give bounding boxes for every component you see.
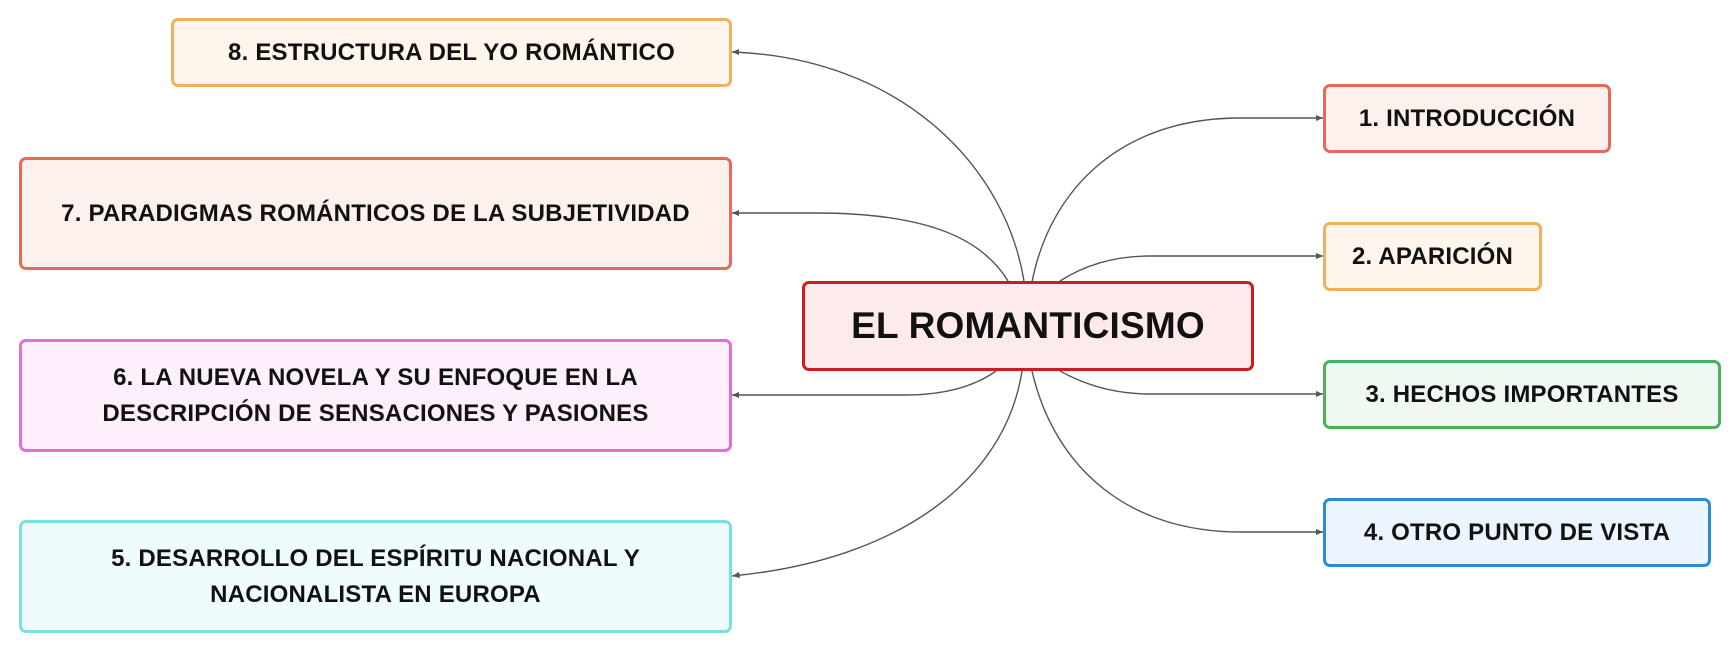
connector-4 [1031, 370, 1323, 533]
topic-node-7-paradigmas[interactable]: 7. PARADIGMAS ROMÁNTICOS DE LA SUBJETIVI… [19, 157, 732, 270]
topic-node-4-otro-punto-de-vista[interactable]: 4. OTRO PUNTO DE VISTA [1323, 498, 1711, 567]
topic-node-2-aparicion[interactable]: 2. APARICIÓN [1323, 222, 1542, 291]
arrowhead-4 [1316, 529, 1323, 535]
topic-label-8: 8. ESTRUCTURA DEL YO ROMÁNTICO [228, 38, 675, 66]
topic-node-5-espiritu-nacional[interactable]: 5. DESARROLLO DEL ESPÍRITU NACIONAL Y NA… [19, 520, 732, 633]
topic-label-4: 4. OTRO PUNTO DE VISTA [1363, 518, 1671, 546]
connector-5 [731, 370, 1023, 577]
topic-label-7: 7. PARADIGMAS ROMÁNTICOS DE LA SUBJETIVI… [61, 199, 690, 227]
central-topic-label: EL ROMANTICISMO [851, 305, 1205, 346]
connector-3 [1059, 370, 1323, 395]
connector-7 [732, 212, 1009, 282]
topic-node-6-nueva-novela[interactable]: 6. LA NUEVA NOVELA Y SU ENFOQUE EN LA DE… [19, 339, 732, 452]
arrowhead-8 [732, 49, 739, 55]
topic-node-8-estructura-yo[interactable]: 8. ESTRUCTURA DEL YO ROMÁNTICO [171, 18, 732, 87]
connector-8 [731, 51, 1025, 282]
arrowhead-3 [1316, 391, 1323, 397]
arrowhead-6 [732, 392, 739, 398]
central-topic-node[interactable]: EL ROMANTICISMO [802, 281, 1254, 371]
topic-node-3-hechos-importantes[interactable]: 3. HECHOS IMPORTANTES [1323, 360, 1721, 429]
topic-label-6: 6. LA NUEVA NOVELA Y SU ENFOQUE EN LA DE… [102, 363, 649, 427]
topic-node-1-introduccion[interactable]: 1. INTRODUCCIÓN [1323, 84, 1611, 153]
connector-1 [1031, 117, 1323, 283]
topic-label-5: 5. DESARROLLO DEL ESPÍRITU NACIONAL Y NA… [111, 544, 640, 608]
topic-label-1: 1. INTRODUCCIÓN [1358, 104, 1576, 132]
arrowhead-7 [732, 210, 739, 216]
topic-label-3: 3. HECHOS IMPORTANTES [1365, 380, 1679, 408]
arrowhead-5 [732, 572, 740, 578]
topic-label-2: 2. APARICIÓN [1351, 242, 1514, 270]
connector-6 [732, 370, 997, 396]
arrowhead-1 [1316, 115, 1323, 121]
connector-2 [1059, 255, 1323, 282]
arrowhead-2 [1316, 253, 1323, 259]
